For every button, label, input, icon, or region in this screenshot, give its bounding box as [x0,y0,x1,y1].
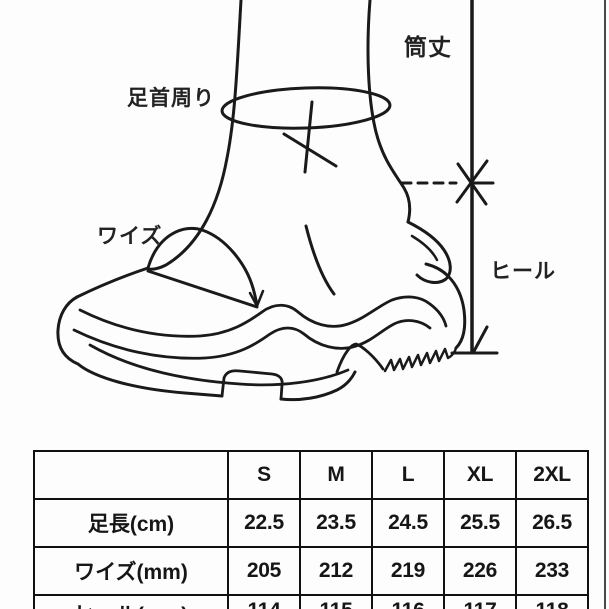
ankle-cross-vertical [303,100,314,174]
size-table: S M L XL 2XL 足長(cm) 22.5 23.5 24.5 25.5 … [33,450,589,609]
heel-label: ヒール [490,260,556,283]
ankle-circumference-label: 足首周り [127,87,215,110]
table-cell: 118 [515,594,587,609]
ankle-ellipse-marker [220,86,392,130]
upper-wave-line-1 [78,295,448,338]
width-measure-line [146,269,259,309]
table-cell: 115 [299,594,371,609]
table-cell: 26.5 [515,498,587,546]
row-label-heel: ヒール(mm) [35,594,227,609]
heel-measure-arrow [471,325,489,355]
column-header-m: M [299,452,371,498]
table-cell: 25.5 [443,498,515,546]
table-cell: 233 [515,546,587,594]
toe-ridge-line [75,266,150,299]
table-cell: 212 [299,546,371,594]
collar-arrow-mark [455,159,495,206]
ankle-cross-diagonal [282,132,338,168]
column-header-xl: XL [443,452,515,498]
shaft-height-label: 筒丈 [404,34,452,60]
sole-cleat-tab [220,369,284,401]
column-header-s: S [227,452,299,498]
table-cell: 114 [227,594,299,609]
column-header-l: L [371,452,443,498]
table-cell: 117 [443,594,515,609]
table-cell: 23.5 [299,498,371,546]
sock-front-edge [304,224,336,296]
table-cell: 219 [371,546,443,594]
heel-tread-zigzag [383,346,458,373]
table-cell: 205 [227,546,299,594]
width-measure-arc [146,226,259,307]
arch-hump [335,342,385,374]
table-corner-cell [35,452,227,498]
leg-right-line [366,0,412,224]
sole-outline-front [56,295,224,398]
photo-edge-line [604,0,606,609]
table-cell: 226 [443,546,515,594]
row-label-foot-length: 足長(cm) [35,498,227,546]
table-cell: 24.5 [371,498,443,546]
heel-back-edge [424,262,467,350]
leg-left-line [146,0,243,271]
upper-wave-line-2 [72,319,432,360]
table-cell: 22.5 [227,498,299,546]
heel-collar-inner [410,234,439,262]
width-arc-arrowhead [248,289,265,308]
row-label-width: ワイズ(mm) [35,546,227,594]
sole-outline-mid [279,370,357,402]
table-cell: 116 [371,594,443,609]
midsole-sweep-line [88,343,350,387]
heel-collar-roll [406,220,452,284]
column-header-2xl: 2XL [515,452,587,498]
width-label: ワイズ [97,225,163,248]
